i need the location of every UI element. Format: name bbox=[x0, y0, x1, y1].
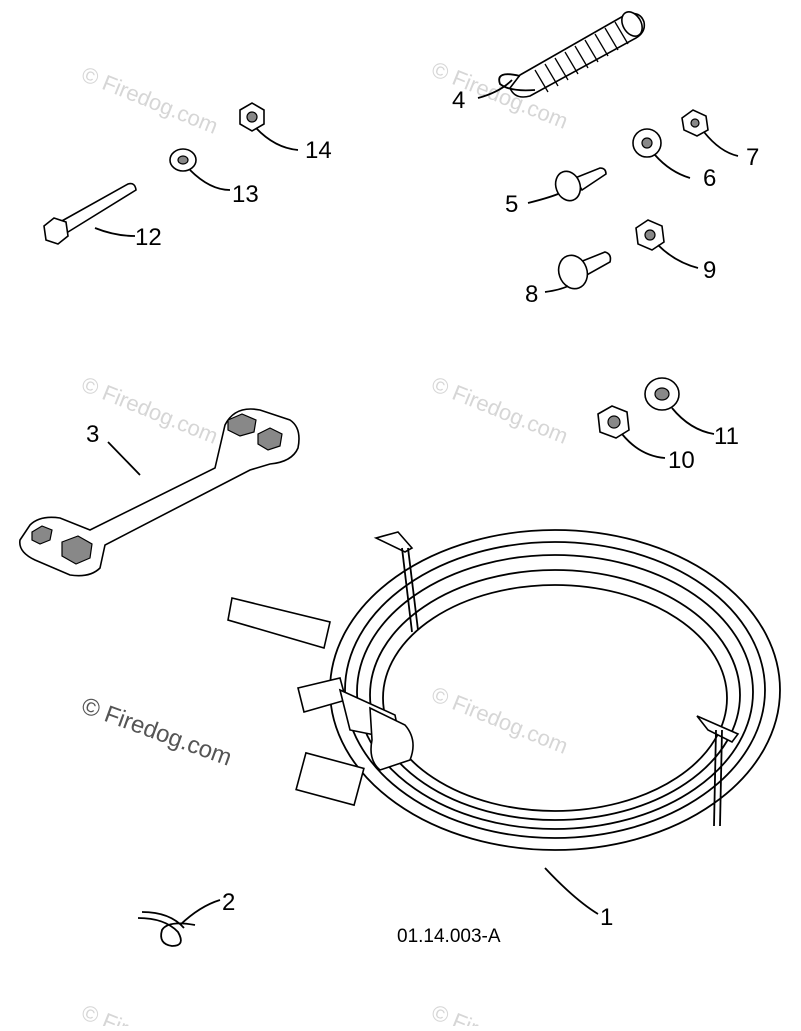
part-2-hair-pin-clip bbox=[137, 911, 196, 947]
callout-12: 12 bbox=[135, 224, 162, 251]
watermark: © Firedog.com bbox=[78, 61, 221, 138]
callout-13: 13 bbox=[232, 181, 259, 208]
callout-5: 5 bbox=[505, 191, 518, 218]
part-3-wrench bbox=[18, 408, 300, 577]
part-5-clevis-pin bbox=[554, 167, 607, 202]
callout-6: 6 bbox=[703, 165, 716, 192]
callout-7: 7 bbox=[746, 144, 759, 171]
part-7-nut bbox=[681, 109, 709, 137]
watermark: © Firedog.com bbox=[78, 371, 221, 448]
callout-3: 3 bbox=[86, 421, 99, 448]
part-13-washer bbox=[169, 148, 197, 172]
watermark: © Firedog.com bbox=[78, 999, 221, 1026]
watermark: © Firedog.com bbox=[428, 999, 571, 1026]
leader-lines bbox=[94, 79, 739, 926]
part-8-clevis-pin bbox=[557, 251, 612, 290]
callout-11: 11 bbox=[714, 423, 739, 450]
part-4-pin-with-spring bbox=[498, 11, 646, 98]
watermark-layer: © Firedog.com © Firedog.com © Firedog.co… bbox=[78, 56, 571, 1031]
part-14-nut bbox=[239, 102, 265, 132]
watermark: © Firedog.com bbox=[428, 371, 571, 448]
callout-2: 2 bbox=[222, 889, 235, 916]
callout-1: 1 bbox=[600, 904, 613, 931]
callout-4: 4 bbox=[452, 87, 465, 114]
part-9-washer bbox=[635, 219, 665, 251]
drawing-reference-code: 01.14.003-A bbox=[397, 926, 501, 947]
callout-labels: 4 14 13 12 5 6 7 8 9 10 11 3 1 2 bbox=[86, 87, 759, 931]
callout-10: 10 bbox=[668, 447, 695, 474]
part-6-washer bbox=[632, 128, 662, 158]
watermark: © Firedog.com bbox=[428, 681, 571, 758]
callout-8: 8 bbox=[525, 281, 538, 308]
watermark-main: © Firedog.com bbox=[78, 692, 235, 771]
part-1-coiled-cable bbox=[227, 529, 781, 851]
part-11-washer bbox=[644, 377, 680, 411]
part-10-nut bbox=[597, 405, 630, 439]
callout-14: 14 bbox=[305, 137, 332, 164]
part-12-bolt bbox=[43, 182, 137, 245]
callout-9: 9 bbox=[703, 257, 716, 284]
